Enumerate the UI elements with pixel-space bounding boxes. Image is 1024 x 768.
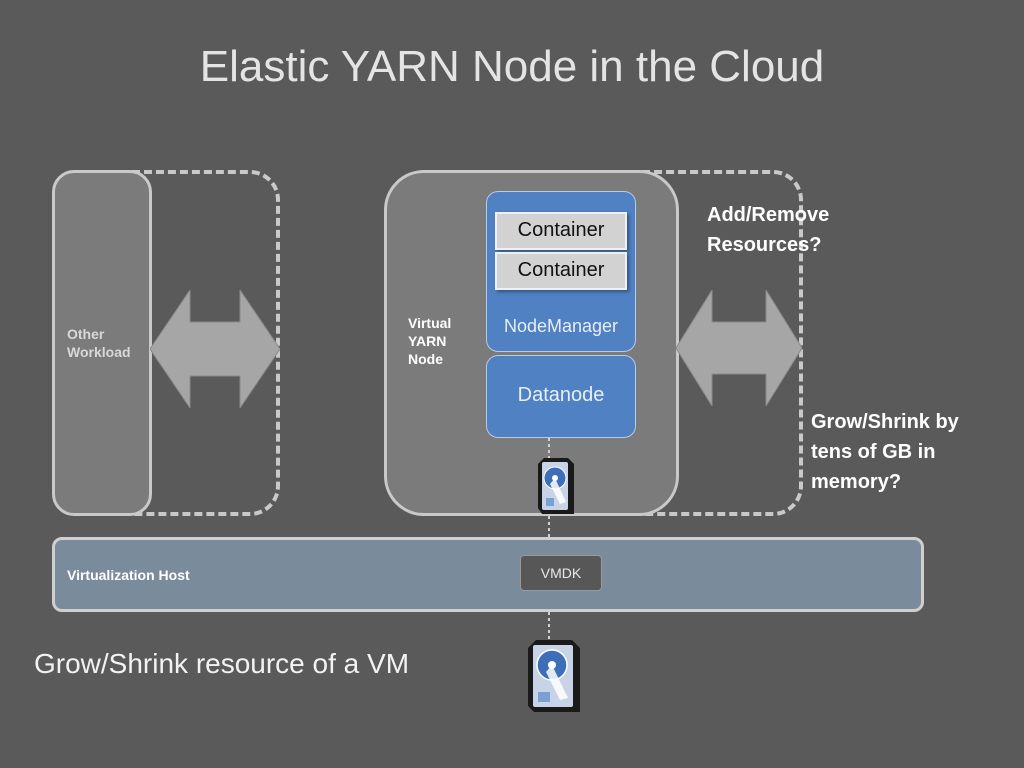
virtualization-host-bar: Virtualization Host bbox=[52, 537, 924, 612]
container-box-1: Container bbox=[495, 212, 627, 250]
vmdk-box: VMDK bbox=[520, 555, 602, 591]
bottom-caption: Grow/Shrink resource of a VM bbox=[34, 648, 410, 679]
nodemanager-label: NodeManager bbox=[503, 316, 619, 336]
hard-disk-icon bbox=[528, 640, 580, 712]
nodemanager-box: Container Container NodeManager bbox=[486, 191, 636, 352]
double-arrow-icon bbox=[150, 290, 280, 408]
datanode-label: Datanode bbox=[517, 384, 605, 406]
add-remove-note: Add/Remove Resources? bbox=[707, 204, 830, 256]
grow-shrink-note: Grow/Shrink by tens of GB in memory? bbox=[811, 411, 959, 493]
container-box-2: Container bbox=[495, 252, 627, 290]
datanode-box: Datanode bbox=[486, 355, 636, 438]
double-arrow-icon bbox=[676, 290, 802, 406]
virtual-yarn-node-label: Virtual YARN Node bbox=[408, 314, 472, 368]
virtualization-host-label: Virtualization Host bbox=[67, 567, 190, 583]
virtual-yarn-node-label-text: Virtual YARN Node bbox=[408, 315, 452, 367]
disk-connector-line bbox=[548, 438, 550, 650]
other-workload-vm: Other Workload bbox=[52, 170, 152, 516]
slide-title: Elastic YARN Node in the Cloud bbox=[199, 42, 825, 91]
other-workload-label: Other Workload bbox=[67, 326, 131, 360]
hard-disk-icon bbox=[538, 458, 574, 514]
